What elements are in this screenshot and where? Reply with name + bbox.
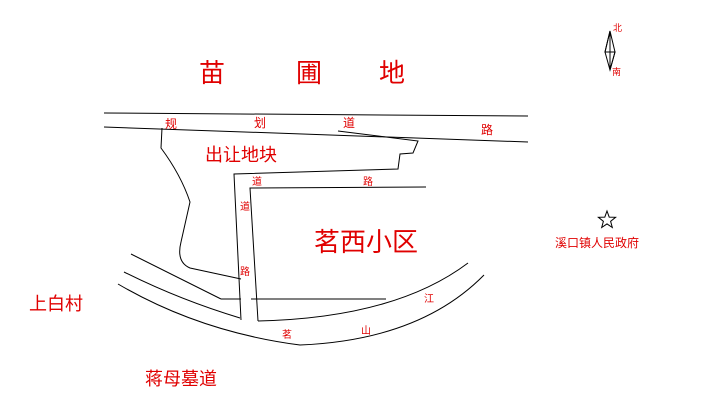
community-label: 茗西小区	[314, 228, 419, 258]
planned-road-label-1: 规	[165, 117, 178, 131]
river-south-bank	[117, 274, 485, 346]
river-north-bank	[257, 262, 469, 322]
nursery-label-1: 苗	[199, 59, 226, 89]
nursery-label-3: 地	[379, 59, 406, 89]
river-label-3: 江	[424, 294, 434, 305]
internal-road-label-h1: 道	[252, 177, 262, 188]
planned-road-south-edge	[103, 126, 529, 143]
star-icon	[597, 209, 617, 229]
internal-road-label-v2: 路	[240, 267, 250, 278]
planned-road-label-3: 道	[343, 116, 356, 130]
land-parcel-outline	[160, 127, 242, 280]
government-label: 溪口镇人民政府	[555, 236, 640, 250]
nursery-label-2: 圃	[296, 59, 323, 89]
south-label: 南	[612, 68, 622, 78]
river-label-2: 山	[361, 326, 371, 337]
internal-road-label-h2: 路	[363, 177, 373, 188]
internal-road-label-v1: 道	[240, 202, 250, 213]
tomb-road-label: 蒋母墓道	[145, 369, 217, 390]
west-road-2	[123, 271, 241, 319]
planned-road-label-2: 划	[254, 116, 267, 130]
planned-road-north-edge	[103, 112, 529, 117]
village-label: 上白村	[29, 294, 83, 315]
north-label: 北	[613, 24, 623, 34]
river-label-1: 茗	[282, 330, 292, 341]
land-parcel-label: 出让地块	[205, 145, 277, 166]
planned-road-label-4: 路	[481, 123, 494, 137]
land-parcel-east-outline	[233, 130, 419, 321]
north-arrow-icon	[604, 30, 616, 72]
internal-road-inner-edge	[249, 186, 427, 322]
west-road-1	[130, 253, 222, 300]
